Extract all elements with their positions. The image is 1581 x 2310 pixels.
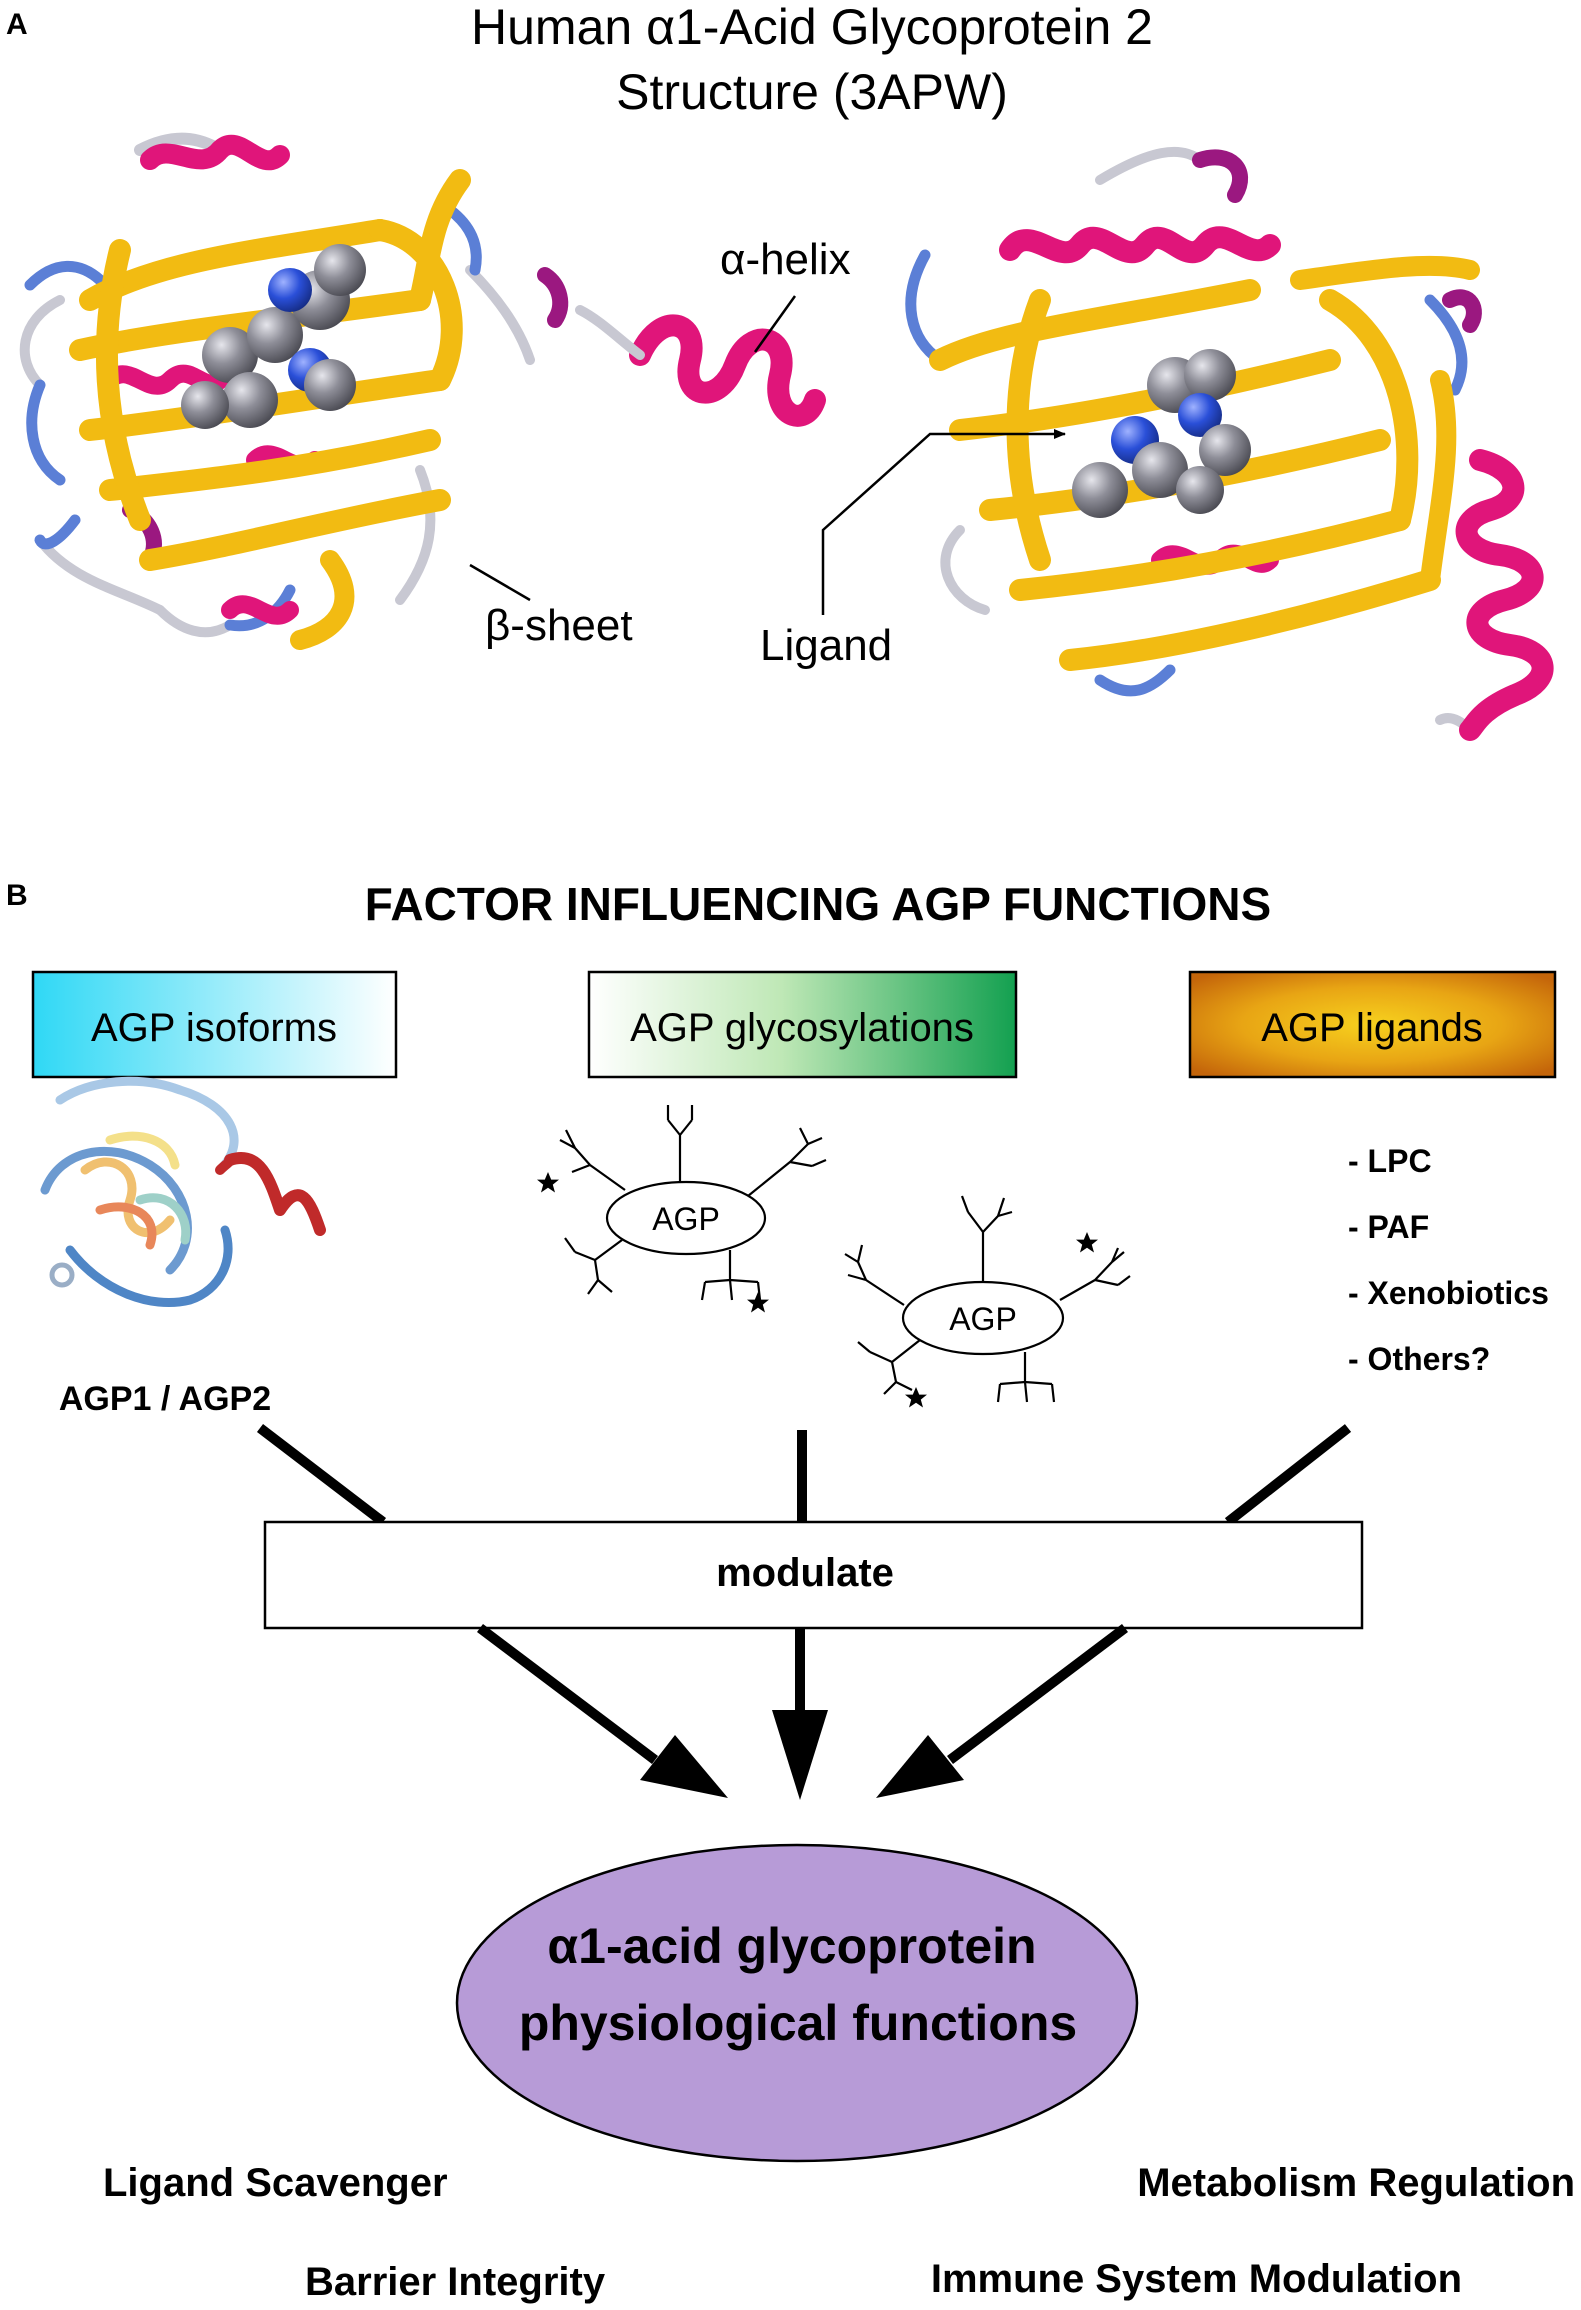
sheet-label: β-sheet	[485, 601, 633, 650]
arrowhead-center	[772, 1710, 828, 1800]
ligand-label: Ligand	[760, 621, 892, 670]
modulate-label: modulate	[716, 1551, 894, 1595]
protein-structure-right	[905, 146, 1554, 741]
ligand-item-2: - Xenobiotics	[1348, 1275, 1549, 1311]
panel-a-title-line1: Human α1-Acid Glycoprotein 2	[471, 0, 1153, 55]
panel-a-letter: A	[6, 8, 28, 41]
glycan-star-1b	[747, 1292, 769, 1313]
glycan-agp-node-2	[844, 1195, 1131, 1403]
agp-node-label-1: AGP	[652, 1201, 720, 1237]
agp-node-label-2: AGP	[949, 1301, 1017, 1337]
function-right-bottom: Immune System Modulation	[931, 2257, 1462, 2301]
panel-a-title-line2: Structure (3APW)	[616, 64, 1008, 120]
ellipse-line2: physiological functions	[519, 1995, 1077, 2051]
output-arrowheads	[640, 1710, 964, 1800]
arrowhead-left	[640, 1735, 728, 1798]
glycan-star-2a	[1076, 1232, 1098, 1253]
glycan-agp-node-1	[559, 1105, 827, 1301]
box-isoforms: AGP isoforms	[31, 970, 398, 1079]
ligand-item-3: - Others?	[1348, 1341, 1490, 1377]
functions-ellipse: α1-acid glycoprotein physiological funct…	[455, 1843, 1139, 2163]
panel-b-title: FACTOR INFLUENCING AGP FUNCTIONS	[365, 878, 1271, 930]
box-isoforms-label: AGP isoforms	[91, 1006, 337, 1050]
input-arrow-left	[256, 1424, 387, 1526]
input-arrow-right	[1224, 1424, 1352, 1526]
helix-label: α-helix	[720, 235, 851, 284]
helix-pointer-line	[753, 295, 797, 353]
isoform-caption: AGP1 / AGP2	[59, 1380, 271, 1418]
protein-structure-left	[19, 132, 826, 650]
function-left-top: Ligand Scavenger	[103, 2161, 448, 2205]
panel-b: B FACTOR INFLUENCING AGP FUNCTIONS AGP i…	[6, 878, 1575, 2304]
function-left-bottom: Barrier Integrity	[305, 2260, 606, 2304]
ligand-spheres-right	[1072, 349, 1251, 518]
glycan-star-1a	[537, 1172, 559, 1193]
modulate-box: modulate	[263, 1520, 1364, 1630]
input-arrows	[256, 1424, 1352, 1526]
ligand-pointer-arrow	[821, 429, 1066, 615]
panel-b-letter: B	[6, 879, 28, 912]
function-right-top: Metabolism Regulation	[1137, 2161, 1575, 2205]
box-ligands-label: AGP ligands	[1261, 1006, 1483, 1050]
arrowhead-right	[876, 1735, 964, 1798]
box-glycosylations-label: AGP glycosylations	[630, 1006, 974, 1050]
glycan-star-2b	[905, 1387, 927, 1408]
sheet-pointer-line	[469, 563, 531, 602]
isoform-ribbon-icon	[40, 1076, 326, 1308]
ligand-item-0: - LPC	[1348, 1143, 1432, 1179]
ellipse-line1: α1-acid glycoprotein	[547, 1918, 1036, 1974]
ligand-spheres-left	[181, 244, 366, 429]
ligand-item-1: - PAF	[1348, 1209, 1429, 1245]
panel-a: A Human α1-Acid Glycoprotein 2 Structure…	[6, 0, 1554, 741]
box-ligands: AGP ligands	[1188, 970, 1557, 1079]
output-arrow-left	[476, 1624, 659, 1764]
ligand-list: - LPC - PAF - Xenobiotics - Others?	[1348, 1143, 1549, 1377]
output-arrow-right	[946, 1624, 1129, 1764]
box-glycosylations: AGP glycosylations	[587, 970, 1018, 1079]
